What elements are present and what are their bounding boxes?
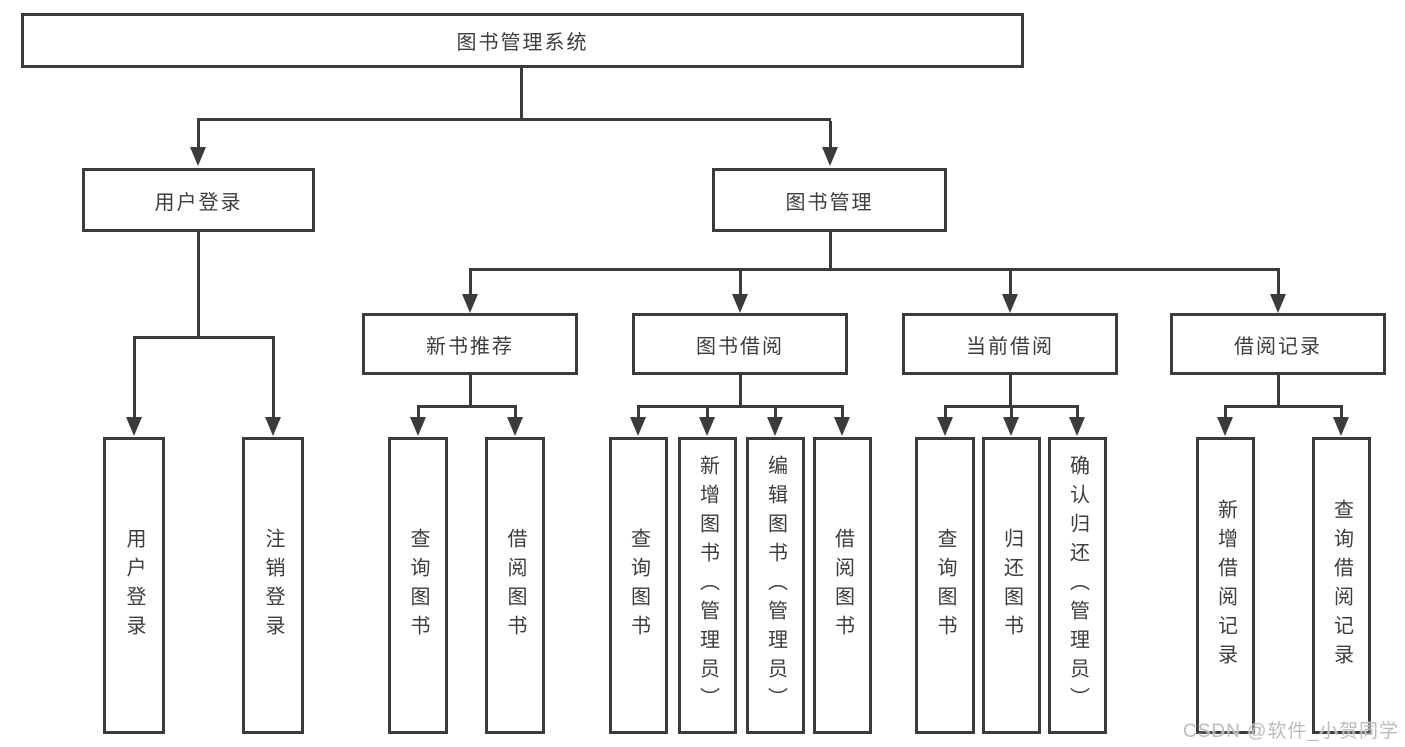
node-return-books-label: 归还图书 xyxy=(1000,527,1023,644)
node-user-login: 用户登录 xyxy=(82,168,315,232)
connector-line xyxy=(1010,408,1013,419)
node-book-management-label: 图书管理 xyxy=(785,191,874,214)
node-query-books-current: 查询图书 xyxy=(915,437,975,734)
arrowhead-icon xyxy=(507,417,523,436)
arrowhead-icon xyxy=(190,147,206,166)
arrowhead-icon xyxy=(937,417,953,436)
node-root-label: 图书管理系统 xyxy=(456,32,589,54)
connector-line xyxy=(1224,408,1227,419)
connector-line xyxy=(514,408,517,419)
connector-line xyxy=(133,336,275,339)
connector-line xyxy=(197,121,200,149)
connector-line xyxy=(829,232,832,268)
connector-line xyxy=(1076,408,1079,419)
arrowhead-icon xyxy=(834,417,850,436)
connector-line xyxy=(1340,408,1343,419)
connector-line xyxy=(469,375,472,408)
connector-line xyxy=(637,408,640,419)
node-current-borrow: 当前借阅 xyxy=(902,313,1118,375)
node-logout-label: 注销登录 xyxy=(262,527,284,644)
connector-line xyxy=(469,268,1280,271)
connector-line xyxy=(417,405,517,408)
arrowhead-icon xyxy=(699,417,715,436)
connector-line xyxy=(197,118,831,121)
arrowhead-icon xyxy=(1003,417,1019,436)
connector-line xyxy=(944,408,947,419)
node-logout: 注销登录 xyxy=(242,437,304,734)
connector-line xyxy=(774,408,777,419)
connector-line xyxy=(1224,405,1343,408)
node-add-borrow-record: 新增借阅记录 xyxy=(1196,437,1255,734)
node-book-borrow-label: 图书借阅 xyxy=(696,335,784,358)
connector-line xyxy=(520,68,523,118)
node-query-borrow-record-label: 查询借阅记录 xyxy=(1330,498,1353,673)
connector-line xyxy=(1009,375,1012,408)
connector-line xyxy=(417,408,420,419)
node-borrow-records: 借阅记录 xyxy=(1170,313,1386,375)
node-borrow-books-leaf: 借阅图书 xyxy=(813,437,872,734)
node-borrow-books-recommend: 借阅图书 xyxy=(485,437,545,734)
node-confirm-return-admin-label: 确认归还（管理员） xyxy=(1066,455,1089,716)
node-query-books-current-label: 查询图书 xyxy=(934,527,956,644)
node-confirm-return-admin: 确认归还（管理员） xyxy=(1048,437,1107,734)
arrowhead-icon xyxy=(265,417,281,436)
connector-line xyxy=(133,339,136,419)
connector-line xyxy=(1009,271,1012,296)
arrowhead-icon xyxy=(1270,294,1286,313)
node-edit-book-admin: 编辑图书（管理员） xyxy=(746,437,805,734)
connector-line xyxy=(706,408,709,419)
watermark: CSDN @软件_小贺同学 xyxy=(1183,721,1399,742)
arrowhead-icon xyxy=(1002,294,1018,313)
node-new-book-recommend: 新书推荐 xyxy=(362,313,578,375)
node-query-books-recommend-label: 查询图书 xyxy=(407,527,429,644)
node-new-book-recommend-label: 新书推荐 xyxy=(426,335,514,358)
arrowhead-icon xyxy=(630,417,646,436)
node-return-books: 归还图书 xyxy=(982,437,1041,734)
arrowhead-icon xyxy=(1069,417,1085,436)
arrowhead-icon xyxy=(1333,417,1349,436)
connector-line xyxy=(841,408,844,419)
connector-line xyxy=(829,121,832,149)
arrowhead-icon xyxy=(822,147,838,166)
arrowhead-icon xyxy=(732,294,748,313)
node-query-books-borrow: 查询图书 xyxy=(609,437,668,734)
node-borrow-books-recommend-label: 借阅图书 xyxy=(504,527,526,644)
node-query-books-borrow-label: 查询图书 xyxy=(627,527,650,644)
arrowhead-icon xyxy=(1217,417,1233,436)
node-book-management: 图书管理 xyxy=(712,168,947,232)
arrowhead-icon xyxy=(126,417,142,436)
node-add-book-admin-label: 新增图书（管理员） xyxy=(696,455,719,716)
node-add-book-admin: 新增图书（管理员） xyxy=(678,437,737,734)
connector-line xyxy=(739,375,742,408)
node-user-login-label: 用户登录 xyxy=(154,191,243,214)
node-query-books-recommend: 查询图书 xyxy=(388,437,448,734)
connector-line xyxy=(944,405,1079,408)
node-user-login-leaf-label: 用户登录 xyxy=(123,527,145,644)
connector-line xyxy=(637,405,844,408)
node-current-borrow-label: 当前借阅 xyxy=(966,335,1054,358)
node-book-borrow: 图书借阅 xyxy=(632,313,848,375)
arrowhead-icon xyxy=(767,417,783,436)
node-query-borrow-record: 查询借阅记录 xyxy=(1312,437,1371,734)
arrowhead-icon xyxy=(410,417,426,436)
arrowhead-icon xyxy=(462,294,478,313)
node-edit-book-admin-label: 编辑图书（管理员） xyxy=(764,455,787,716)
connector-line xyxy=(1277,375,1280,408)
node-borrow-books-leaf-label: 借阅图书 xyxy=(831,527,854,644)
node-borrow-records-label: 借阅记录 xyxy=(1234,335,1322,358)
connector-line xyxy=(272,339,275,419)
node-root: 图书管理系统 xyxy=(21,13,1024,68)
connector-line xyxy=(197,232,200,336)
connector-line xyxy=(469,271,472,296)
connector-line xyxy=(739,271,742,296)
node-user-login-leaf: 用户登录 xyxy=(103,437,165,734)
node-add-borrow-record-label: 新增借阅记录 xyxy=(1214,498,1237,673)
connector-line xyxy=(1277,271,1280,296)
